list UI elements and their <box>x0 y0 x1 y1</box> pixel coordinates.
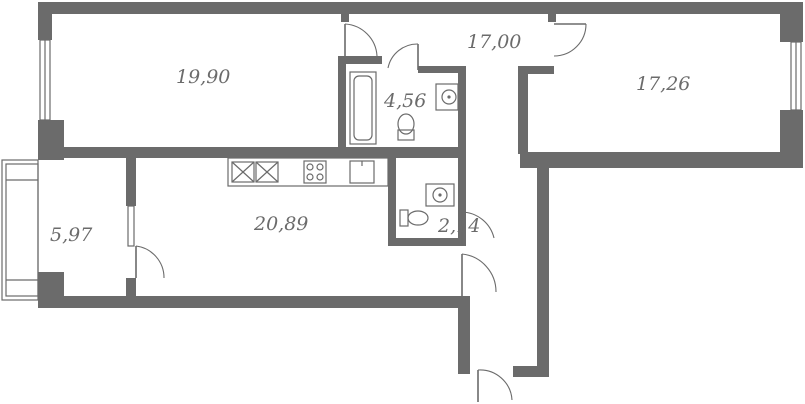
kitchen-counter <box>227 157 389 187</box>
fixtures <box>227 71 459 227</box>
windows <box>1 39 802 301</box>
area-room-1: 19,90 <box>176 66 230 88</box>
doors <box>135 23 587 402</box>
area-wc: 2,14 <box>437 215 480 237</box>
walls <box>38 2 803 377</box>
area-bathroom: 4,56 <box>383 90 426 112</box>
kitchen-sink-icon <box>349 160 375 184</box>
area-labels: 19,90 17,00 17,26 4,56 5,97 20,89 2,14 <box>50 31 690 246</box>
bathtub-icon <box>349 71 377 145</box>
bathroom-sink-icon <box>435 83 459 111</box>
area-corridor: 17,00 <box>467 31 521 53</box>
stove-icon <box>303 160 327 184</box>
area-balcony: 5,97 <box>50 224 93 246</box>
wc-toilet-icon <box>399 209 429 227</box>
area-room-2: 17,26 <box>636 73 690 95</box>
area-kitchen-living: 20,89 <box>253 213 308 235</box>
wc-sink-icon <box>425 183 455 207</box>
bathroom-toilet-icon <box>397 113 415 141</box>
